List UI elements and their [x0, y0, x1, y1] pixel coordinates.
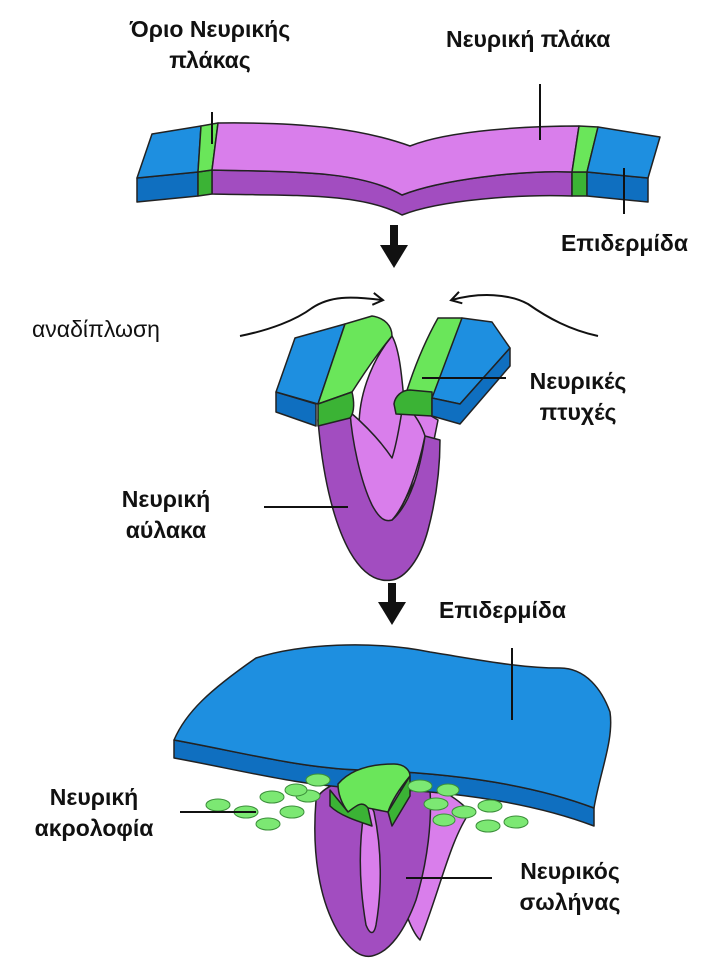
- crest-cell: [433, 814, 455, 826]
- crest-cell: [256, 818, 280, 830]
- label-epidermis-top: Επιδερμίδα: [561, 228, 688, 259]
- crest-cell: [424, 798, 448, 810]
- label-neural-groove-line1: Νευρική: [100, 484, 232, 515]
- crest-cell: [306, 774, 330, 786]
- label-epidermis-bottom-text: Επιδερμίδα: [439, 595, 566, 626]
- label-neural-tube-line2: σωλήνας: [500, 887, 640, 918]
- label-neural-crest: Νευρική ακρολοφία: [14, 782, 174, 844]
- label-neural-crest-line1: Νευρική: [14, 782, 174, 813]
- label-folding-text: αναδίπλωση: [32, 314, 160, 345]
- crest-cell: [478, 800, 502, 812]
- label-epidermis-bottom: Επιδερμίδα: [439, 595, 566, 626]
- crest-cell: [260, 791, 284, 803]
- label-neural-tube: Νευρικός σωλήνας: [500, 856, 640, 918]
- label-neural-folds: Νευρικές πτυχές: [508, 366, 648, 428]
- crest-cell: [476, 820, 500, 832]
- label-folding: αναδίπλωση: [32, 314, 160, 345]
- label-neural-tube-line1: Νευρικός: [500, 856, 640, 887]
- down-arrow-2: [378, 583, 406, 625]
- label-neural-groove-line2: αύλακα: [100, 515, 232, 546]
- crest-cell: [452, 806, 476, 818]
- label-epidermis-top-text: Επιδερμίδα: [561, 228, 688, 259]
- crest-cell: [206, 799, 230, 811]
- label-neural-folds-line2: πτυχές: [508, 397, 648, 428]
- label-neural-plate-text: Νευρική πλάκα: [446, 24, 610, 55]
- crest-cell: [408, 780, 432, 792]
- label-neural-crest-line2: ακρολοφία: [14, 813, 174, 844]
- label-neural-folds-line1: Νευρικές: [508, 366, 648, 397]
- label-neural-plate: Νευρική πλάκα: [446, 24, 610, 55]
- label-neural-plate-border-line1: Όριο Νευρικής: [110, 14, 310, 45]
- crest-cell: [437, 784, 459, 796]
- epidermis-left-top: [137, 126, 201, 178]
- stage-neural-plate: [137, 123, 660, 215]
- label-neural-plate-border-line2: πλάκας: [110, 45, 310, 76]
- stage-neural-groove: [276, 316, 510, 580]
- border-right-side: [572, 172, 587, 196]
- right-fold-green-side: [394, 390, 432, 416]
- crest-cell: [504, 816, 528, 828]
- down-arrow-1: [380, 225, 408, 268]
- crest-cell: [285, 784, 307, 796]
- label-neural-groove: Νευρική αύλακα: [100, 484, 232, 546]
- border-left-side: [198, 170, 212, 196]
- crest-cell: [280, 806, 304, 818]
- label-neural-plate-border: Όριο Νευρικής πλάκας: [110, 14, 310, 76]
